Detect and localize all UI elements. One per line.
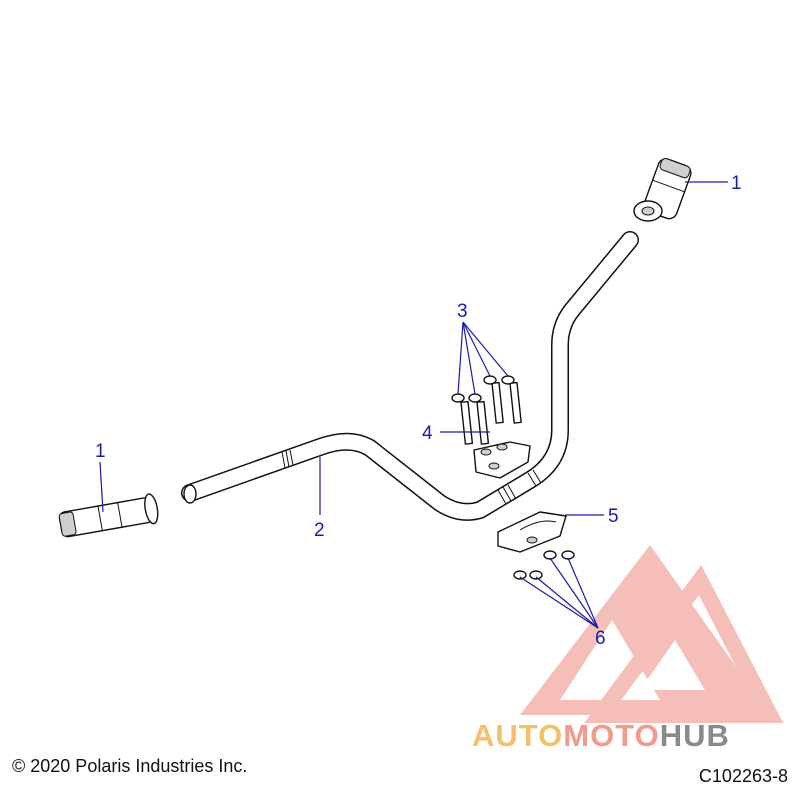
automotohub-watermark: AUTOMOTOHUB [472,718,730,754]
brand-moto: MOTO [563,718,660,753]
handlebar [181,231,639,521]
brand-hub: HUB [659,718,730,753]
lower-clamp [497,511,567,553]
left-grip [58,493,159,538]
callout-handlebar: 2 [314,520,325,541]
upper-clamp [473,441,531,479]
callout-nuts: 6 [595,628,606,649]
callout-upper-clamp: 4 [422,423,433,444]
brand-auto: AUTO [472,718,564,753]
copyright-notice: © 2020 Polaris Industries Inc. [12,756,248,776]
drawing-code: C102263-8 [698,766,788,786]
leader-lines [99,181,728,629]
callout-bolts: 3 [457,301,468,322]
callout-grip-right: 1 [731,173,742,194]
clamp-bolts [451,375,522,445]
callout-grip-left: 1 [95,441,106,462]
automotohub-logo-mark [520,545,784,723]
clamp-nuts [513,550,575,580]
callout-lower-clamp: 5 [608,506,619,527]
